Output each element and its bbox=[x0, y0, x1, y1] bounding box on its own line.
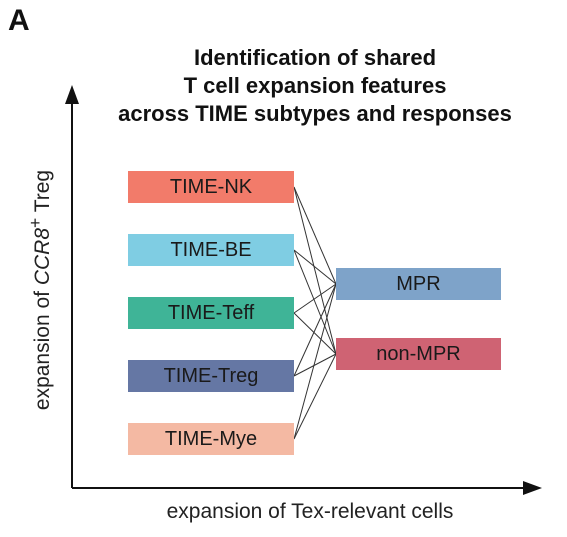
x-axis-label: expansion of Tex-relevant cells bbox=[166, 500, 454, 523]
connector-1-1 bbox=[293, 186, 337, 285]
connector-1-2 bbox=[293, 186, 337, 355]
title-line-1: Identification of shared bbox=[193, 45, 437, 70]
box-time-nk: TIME-NK bbox=[128, 171, 294, 203]
box-mpr: MPR bbox=[336, 268, 501, 300]
connector-2-2 bbox=[293, 249, 337, 355]
title-line-3: across TIME subtypes and responses bbox=[118, 101, 512, 126]
y-axis-arrowhead bbox=[65, 85, 79, 104]
connector-lines bbox=[293, 186, 337, 440]
box-time-teff: TIME-Teff bbox=[128, 297, 294, 329]
box-non-mpr: non-MPR bbox=[336, 338, 501, 370]
panel-label: A bbox=[8, 4, 30, 37]
box-time-be: TIME-BE bbox=[128, 234, 294, 266]
y-axis-label: expansion of CCR8+ Treg bbox=[25, 170, 55, 410]
box-time-mye: TIME-Mye bbox=[128, 423, 294, 455]
y-label-gene: CCR8 bbox=[31, 227, 54, 286]
connector-4-2 bbox=[293, 353, 337, 377]
connector-5-2 bbox=[293, 353, 337, 440]
box-time-treg: TIME-Treg bbox=[128, 360, 294, 392]
y-label-suffix: Treg bbox=[31, 169, 54, 218]
y-label-superscript: + bbox=[25, 217, 45, 228]
connector-3-1 bbox=[293, 283, 337, 314]
connector-5-1 bbox=[293, 283, 337, 440]
connector-2-1 bbox=[293, 249, 337, 285]
x-axis-arrowhead bbox=[523, 481, 542, 495]
diagram-title: Identification of shared T cell expansio… bbox=[80, 44, 550, 128]
y-label-prefix: expansion of bbox=[31, 285, 54, 411]
title-line-2: T cell expansion features bbox=[183, 73, 447, 98]
connector-3-2 bbox=[293, 312, 337, 355]
connector-4-1 bbox=[293, 283, 337, 377]
